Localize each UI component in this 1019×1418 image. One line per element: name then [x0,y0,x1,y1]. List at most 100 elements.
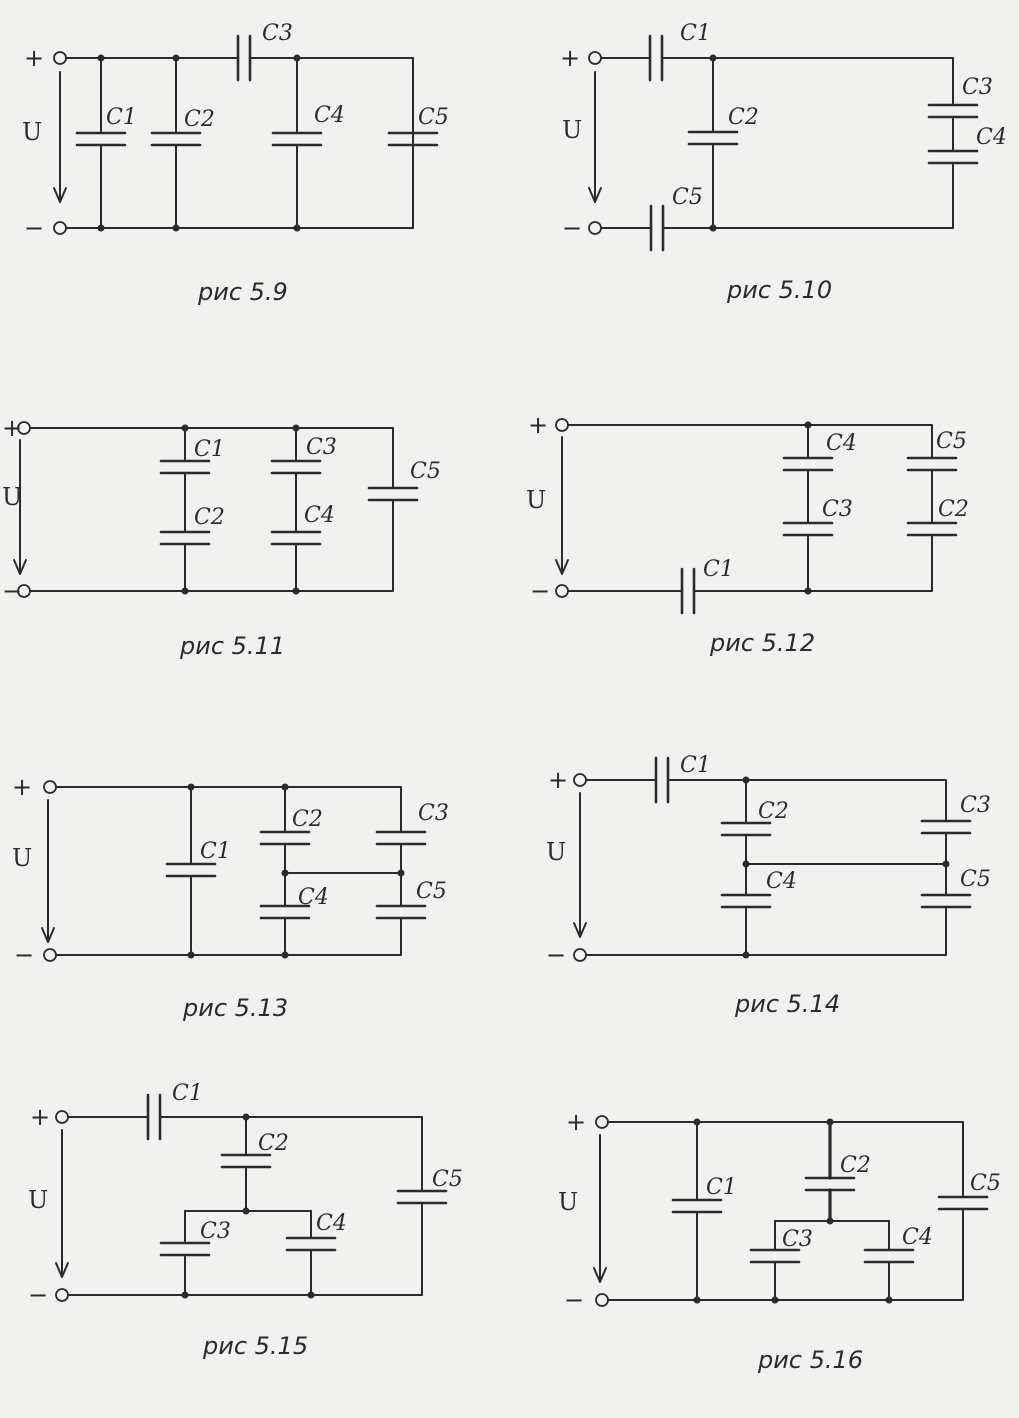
label-c5: C5 [970,1171,1001,1196]
wires [588,57,954,229]
figure-5-16: + − U C1 C2 C3 C4 C5 рис 5.16 [558,1108,1001,1374]
capacitor-c1 [165,862,217,878]
capacitor-c4 [270,530,322,546]
terminal-minus [588,221,602,235]
minus-sign: − [14,941,34,969]
capacitor-c1 [671,1198,723,1214]
voltage-label: U [12,844,32,872]
figure-5-11: + − U C1 C2 C3 C4 C5 рис 5.11 [2,414,441,660]
capacitor-c2 [259,830,311,846]
terminal-minus [555,584,569,598]
capacitor-c1 [648,34,664,82]
capacitor-c5 [375,904,427,920]
label-c4: C4 [314,103,345,128]
terminal-minus [595,1293,609,1307]
label-c3: C3 [960,793,991,818]
capacitor-c5 [396,1189,448,1205]
plus-sign: + [24,44,44,72]
voltage-label: U [28,1186,48,1214]
terminal-plus [588,51,602,65]
figure-caption: рис 5.13 [182,994,288,1022]
capacitor-c3 [782,521,834,537]
label-c1: C1 [106,105,137,130]
junctions [693,1118,893,1304]
wires [53,57,414,229]
terminal-plus [55,1110,69,1124]
capacitor-c5 [937,1195,989,1211]
capacitor-c2 [906,521,958,537]
capacitor-c1 [654,756,670,804]
label-c4: C4 [316,1211,347,1236]
capacitor-c3 [236,34,252,82]
terminal-plus [17,421,31,435]
label-c5: C5 [416,879,447,904]
plus-sign: + [566,1108,586,1136]
plus-sign: + [2,414,22,442]
minus-sign: − [24,214,44,242]
capacitor-c4 [271,131,323,147]
minus-sign: − [564,1286,584,1314]
voltage-label: U [562,116,582,144]
label-c1: C1 [680,753,711,778]
figure-5-13: + − U C1 C2 C3 C4 C5 рис 5.13 [12,773,449,1022]
capacitor-c2 [804,1176,856,1192]
label-c5: C5 [410,459,441,484]
label-c3: C3 [418,801,449,826]
capacitor-c4 [927,149,979,165]
wires [41,786,402,956]
label-c1: C1 [172,1081,203,1106]
terminal-minus [573,948,587,962]
junctions [742,776,950,959]
minus-sign: − [562,214,582,242]
capacitor-c3 [927,103,979,119]
figure-caption: рис 5.10 [726,276,832,304]
capacitor-c1 [146,1093,162,1141]
capacitor-c5 [387,131,439,147]
plus-sign: + [30,1103,50,1131]
capacitor-c5 [906,456,958,472]
label-c5: C5 [960,867,991,892]
label-c1: C1 [703,557,734,582]
terminal-plus [43,780,57,794]
plus-sign: + [528,411,548,439]
capacitor-c5 [367,486,419,502]
figure-5-10: + − U C1 C2 C3 C4 C5 рис 5.10 [560,21,1007,304]
terminal-minus [55,1288,69,1302]
label-c3: C3 [306,435,337,460]
figure-caption: рис 5.14 [734,990,840,1018]
capacitor-c1 [75,131,127,147]
terminal-minus [17,584,31,598]
junctions [181,424,300,595]
terminal-plus [555,418,569,432]
junctions [187,783,405,959]
label-c5: C5 [418,105,449,130]
label-c3: C3 [962,75,993,100]
minus-sign: − [530,577,550,605]
capacitor-c1 [680,567,696,615]
label-c2: C2 [194,505,225,530]
label-c2: C2 [758,799,789,824]
voltage-label: U [558,1188,578,1216]
capacitor-c1 [159,459,211,475]
figure-5-15: + − U C1 C2 C3 C4 C5 рис 5.15 [28,1081,463,1360]
figure-5-9: + − U C1 C2 C3 C4 C5 рис 5.9 [22,21,449,306]
label-c2: C2 [938,497,969,522]
label-c3: C3 [262,21,293,46]
figure-caption: рис 5.16 [757,1346,863,1374]
figure-5-14: + − U C1 C2 C4 C3 C5 рис 5.14 [546,753,991,1018]
capacitor-c4 [720,893,772,909]
capacitor-c3 [375,830,427,846]
junctions [804,421,812,595]
capacitor-c4 [863,1248,915,1264]
wires [555,424,933,592]
minus-sign: − [28,1281,48,1309]
capacitor-c3 [159,1241,211,1257]
voltage-label: U [526,486,546,514]
label-c1: C1 [194,437,225,462]
label-c2: C2 [840,1153,871,1178]
capacitor-c2 [159,530,211,546]
junctions [709,54,717,232]
label-c4: C4 [298,885,329,910]
label-c4: C4 [826,431,857,456]
